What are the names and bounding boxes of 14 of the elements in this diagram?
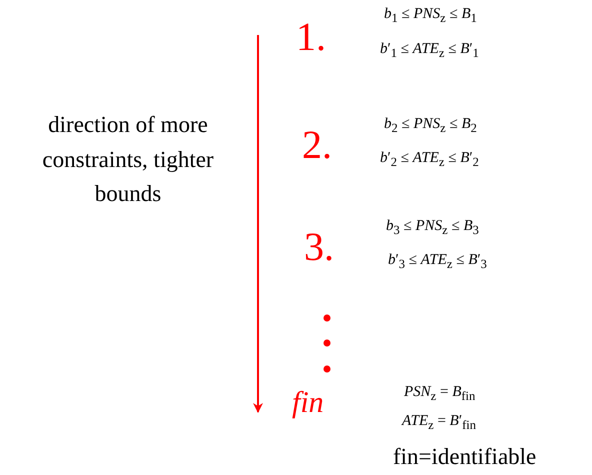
definition-note: fin=identifiable — [393, 444, 536, 470]
equation: ATE$_{z}$ = B′$_{fin}$ — [402, 413, 476, 432]
step-number: 1. — [296, 14, 326, 60]
inequality: b′$_{1}$ ≤ ATE$_{z}$ ≤ B′$_{1}$ — [380, 41, 479, 60]
step-number: 3. — [304, 224, 334, 270]
equation: PSN$_{z}$ = B$_{fin}$ — [404, 384, 476, 404]
direction-note: direction of more constraints, tighter bounds — [41, 111, 215, 208]
inequality: b$_{2}$ ≤ PNS$_{z}$ ≤ B$_{2}$ — [384, 116, 477, 136]
step-number: 2. — [302, 122, 332, 168]
inequality: b′$_{2}$ ≤ ATE$_{z}$ ≤ B′$_{2}$ — [380, 150, 479, 170]
inequality: b$_{3}$ ≤ PNS$_{z}$ ≤ B$_{3}$ — [386, 218, 479, 238]
inequality: b$_{1}$ ≤ PNS$_{z}$ ≤ B$_{1}$ — [384, 6, 477, 26]
inequality: b′$_{3}$ ≤ ATE$_{z}$ ≤ B′$_{3}$ — [388, 252, 487, 272]
final-step-label: fin — [292, 386, 324, 420]
